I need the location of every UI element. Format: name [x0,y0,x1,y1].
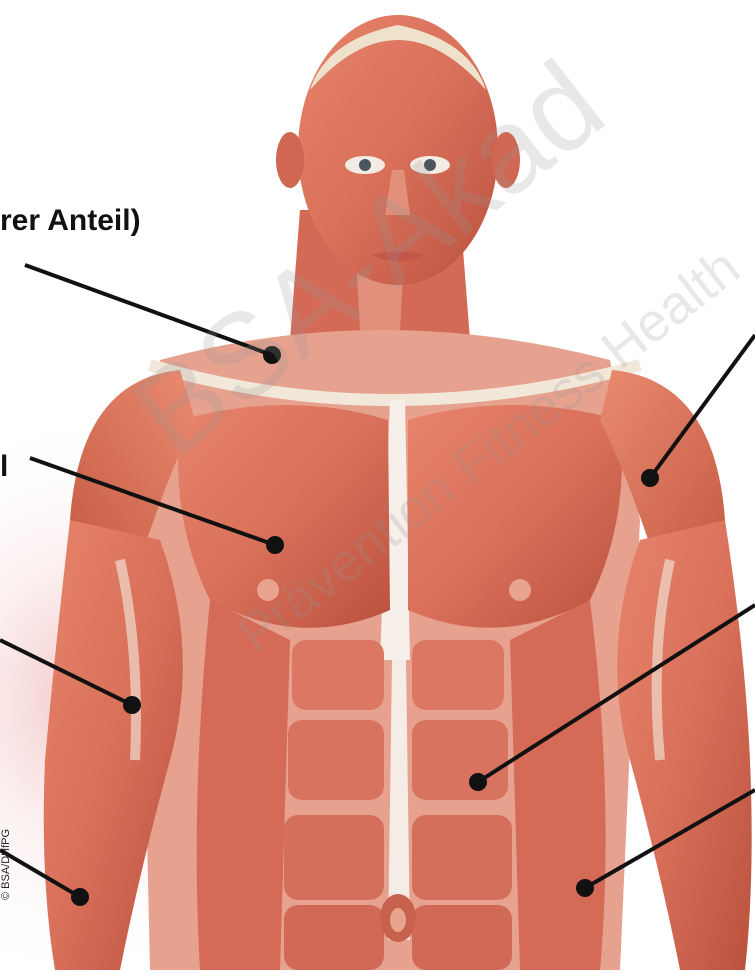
label-trapezius: rer Anteil) [0,204,141,238]
leader-dot-biceps [123,696,141,714]
leader-dot-oblique [576,879,594,897]
nipple-right [509,579,531,601]
oblique-right [510,600,606,970]
ear-left [276,132,304,188]
label-pectoralis: l [0,450,8,484]
leader-dot-forearm [71,888,89,906]
leader-dot-pectoralis [266,536,284,554]
copyright-text: © BSA/DHfPG [0,829,12,900]
navel-center [390,908,406,932]
leader-dot-deltoid [641,469,659,487]
leader-dot-abs [469,773,487,791]
